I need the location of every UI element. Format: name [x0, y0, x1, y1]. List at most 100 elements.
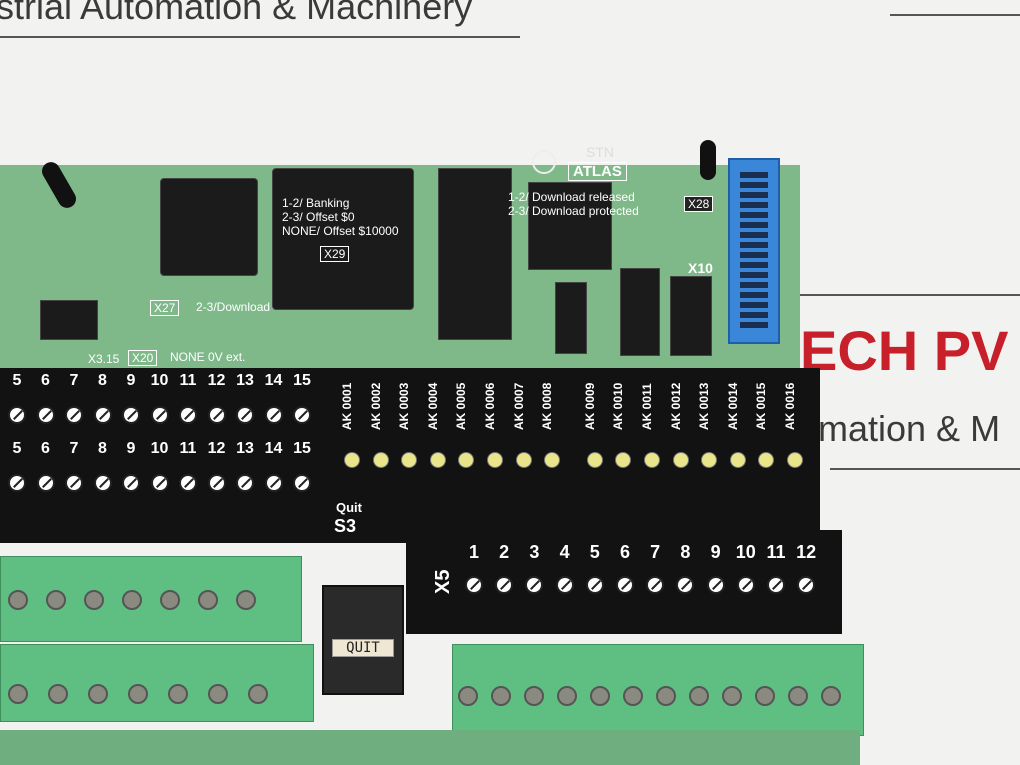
x5-label: X5 [432, 569, 454, 594]
screw-icon [65, 474, 83, 492]
small-chip-4 [40, 300, 98, 340]
background-mid-line [800, 294, 1020, 296]
terminal-screw-icon [84, 590, 104, 610]
plcc-chip-right [272, 168, 414, 310]
screw-icon [150, 406, 169, 424]
led-icon [401, 452, 418, 468]
led-icon [672, 452, 689, 468]
ak-label: AK 0011 [640, 383, 654, 430]
terminal-screw-icon [590, 686, 610, 706]
x5-terminal-number: 9 [710, 542, 721, 562]
terminal-block-left-lower [0, 644, 314, 722]
x5-terminal-number: 10 [735, 542, 756, 562]
brand-top: STN [586, 144, 614, 160]
terminal-screw-icon [168, 684, 188, 704]
screw-icon [93, 406, 112, 424]
led-icon [458, 452, 475, 468]
terminal-screw-icon [122, 590, 142, 610]
led-icon [644, 452, 660, 468]
ak-label: AK 0001 [340, 382, 354, 430]
background-top-text: strial Automation & Machinery [0, 0, 473, 27]
x29-label: X29 [320, 246, 350, 262]
terminal-screw-icon [198, 590, 218, 610]
screw-icon [646, 576, 665, 594]
ak-label: AK 0003 [397, 382, 412, 430]
jumper-x29-text: 1-2/ Banking 2-3/ Offset $0 NONE/ Offset… [282, 196, 399, 238]
atlas-logo-icon [532, 150, 556, 174]
screw-icon [236, 406, 254, 424]
terminal-number: 13 [236, 440, 254, 457]
x20-text: NONE 0V ext. [170, 350, 246, 364]
x5-terminal-number: 2 [499, 542, 510, 562]
screw-icon [8, 406, 26, 424]
screw-icon [293, 474, 311, 492]
quit-label: Quit [336, 500, 362, 515]
ak-label: AK 0004 [425, 382, 440, 430]
ak-label: AK 0010 [611, 382, 626, 430]
terminal-screw-icon [160, 590, 180, 610]
terminal-number: 7 [69, 440, 79, 457]
terminal-number: 9 [126, 372, 136, 389]
terminal-screw-icon [788, 686, 808, 706]
terminal-screw-icon [623, 686, 643, 706]
ak-label: AK 0014 [725, 382, 740, 430]
ak-label: AK 0007 [511, 382, 526, 430]
x5-terminal-number: 6 [619, 542, 630, 562]
screw-icon [676, 576, 695, 594]
terminal-screw-icon [755, 686, 775, 706]
screw-icon [706, 576, 725, 594]
ak-label: AK 0009 [582, 382, 597, 430]
small-chip-1 [555, 282, 587, 354]
quit-button[interactable]: QUIT [322, 585, 404, 695]
terminal-number: 11 [179, 440, 197, 457]
terminal-screw-icon [48, 684, 68, 704]
x5-terminal-number: 5 [589, 542, 600, 562]
led-icon [487, 452, 503, 468]
ak-label: AK 0013 [697, 382, 712, 430]
led-icon [701, 452, 718, 468]
background-low-line [830, 468, 1020, 470]
ak-label: AK 0005 [454, 382, 469, 430]
screw-icon [8, 474, 26, 492]
led-icon [515, 452, 532, 468]
terminal-screw-icon [208, 684, 228, 704]
screw-icon [797, 576, 816, 594]
screw-icon [236, 474, 254, 492]
x5-terminal-number: 4 [559, 542, 570, 562]
terminal-screw-icon [128, 684, 148, 704]
terminal-number: 12 [207, 440, 226, 457]
socket-chip [528, 182, 612, 270]
terminal-screw-icon [458, 686, 478, 706]
jumper-x28-line: 2-3/ Download protected [508, 204, 639, 218]
terminal-screw-icon [656, 686, 676, 706]
terminal-number: 15 [293, 440, 311, 457]
terminal-screw-icon [491, 686, 511, 706]
small-chip-3 [670, 276, 712, 356]
led-icon [429, 452, 446, 468]
terminal-number: 7 [69, 372, 79, 389]
led-icon [729, 452, 746, 468]
terminal-number: 6 [41, 372, 50, 389]
jumper-x29-line: 1-2/ Banking [282, 196, 350, 210]
x5-terminal-number: 12 [796, 542, 817, 562]
terminal-number: 14 [264, 372, 283, 389]
terminal-screw-icon [557, 686, 577, 706]
screw-icon [293, 406, 311, 424]
led-icon [544, 452, 561, 468]
terminal-screw-icon [8, 590, 28, 610]
background-top-line [0, 36, 520, 38]
terminal-number: 5 [12, 440, 22, 457]
terminal-number: 13 [236, 372, 254, 389]
background-red-text: ECH PV [800, 319, 1009, 382]
screw-icon [65, 406, 83, 424]
screw-icon [736, 576, 755, 594]
jumper-x29-line: NONE/ Offset $10000 [282, 224, 399, 238]
plcc-chip-left [160, 178, 258, 276]
ak-label: AK 0015 [754, 382, 769, 430]
terminal-screw-icon [821, 686, 841, 706]
jumper-x28-line: 1-2/ Download released [508, 190, 635, 204]
terminal-screw-icon [88, 684, 108, 704]
terminal-screw-icon [236, 590, 256, 610]
screw-icon [525, 576, 544, 594]
ak-label: AK 0006 [483, 382, 497, 430]
